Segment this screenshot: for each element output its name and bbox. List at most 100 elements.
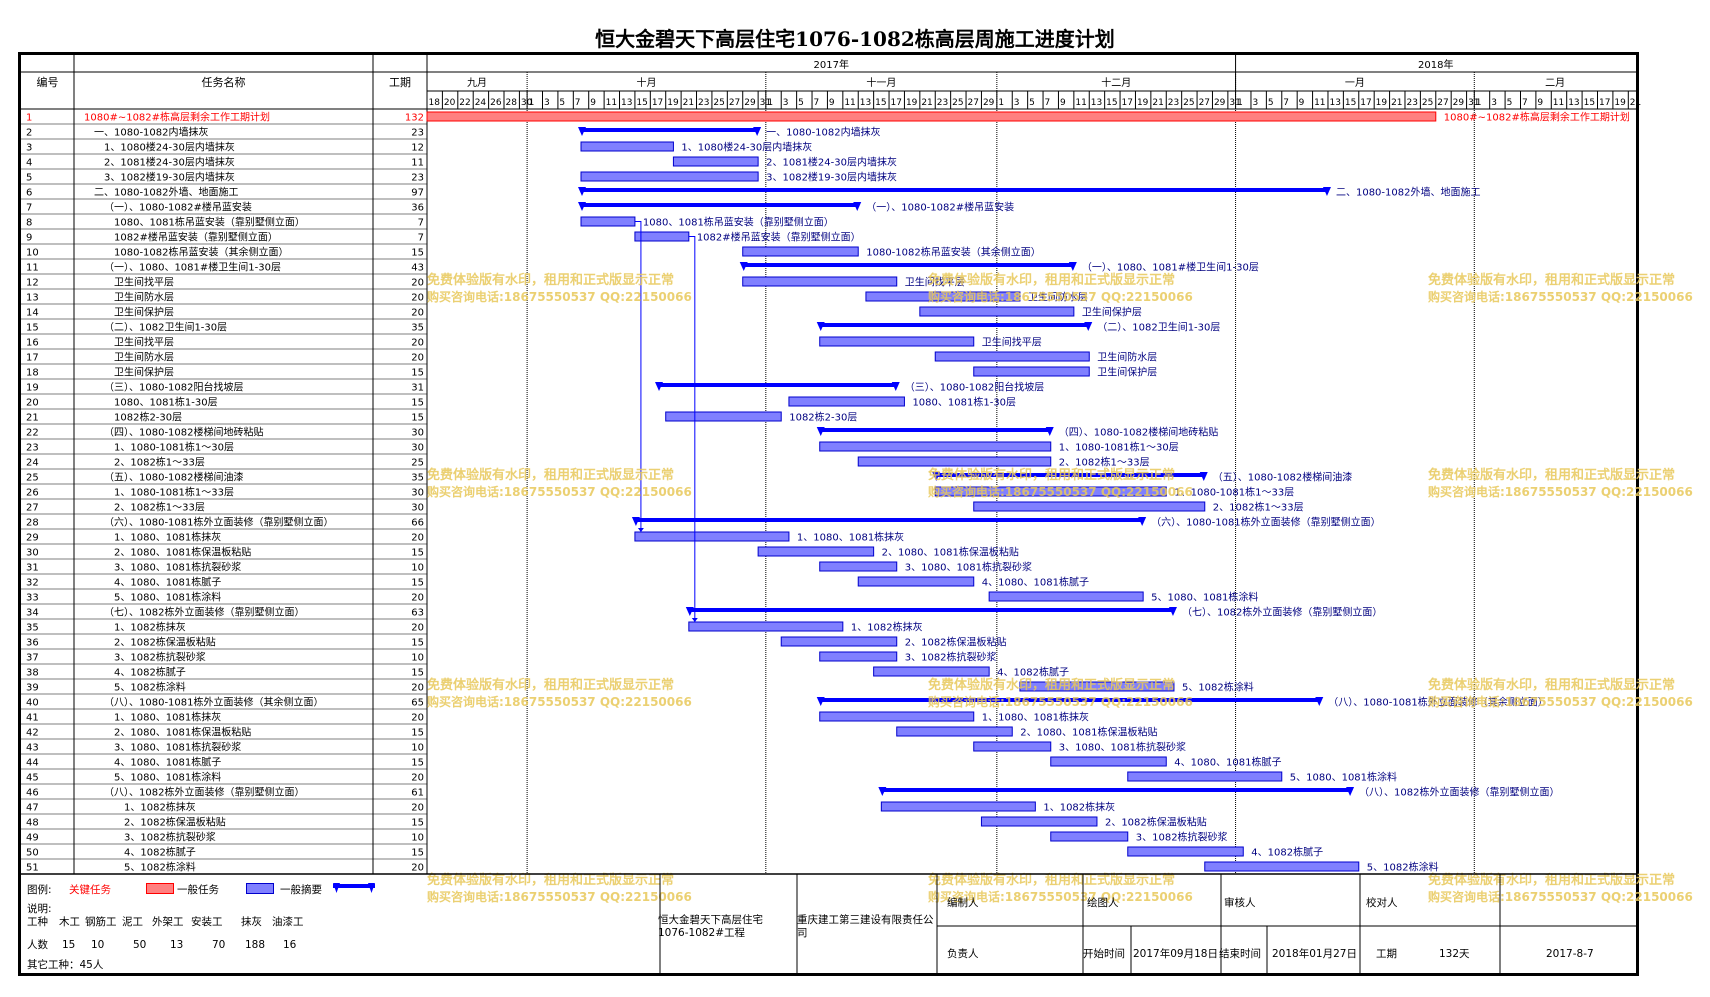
task-bar — [1019, 681, 1175, 692]
task-bar — [919, 306, 1075, 317]
task-name: 1082栋2-30层 — [114, 411, 182, 424]
task-bar — [880, 801, 1036, 812]
day-label: 18 — [429, 98, 441, 108]
task-name: （三）、1080-1082阳台找坡层 — [104, 381, 244, 394]
watermark-text: 免费体验版有水印，租用和正式版显示正常 — [1428, 677, 1675, 693]
task-duration: 20 — [411, 353, 424, 364]
task-bar — [580, 171, 759, 182]
month-label: 十一月 — [866, 76, 896, 89]
task-name: 1、1080-1081栋1～33层 — [114, 486, 234, 499]
bar-label: 2、1080、1081栋保温板粘贴 — [882, 546, 1019, 559]
summary-start-cap — [932, 472, 941, 481]
task-bar — [934, 486, 1167, 497]
legend-task-label: 一般任务 — [177, 884, 219, 896]
day-label: 23 — [698, 98, 709, 108]
task-id: 39 — [26, 683, 39, 694]
summary-bar — [581, 203, 859, 207]
task-bar — [973, 501, 1206, 512]
task-duration: 65 — [411, 698, 424, 709]
company-name: 重庆建工第三建设有限责任公司 — [797, 914, 934, 939]
end-label: 结束时间 — [1219, 948, 1261, 960]
task-duration: 10 — [411, 743, 424, 754]
period-value: 132天 — [1439, 948, 1470, 960]
day-label: 13 — [1329, 98, 1340, 108]
task-id: 41 — [26, 713, 39, 724]
month-label: 十月 — [636, 76, 656, 89]
summary-end-cap — [891, 382, 900, 391]
task-id: 23 — [26, 443, 39, 454]
task-name: （一）、1080、1081#楼卫生间1-30层 — [104, 261, 281, 274]
legend-critical-label: 关键任务 — [69, 884, 111, 896]
bar-label: 2、1082栋保温板粘贴 — [905, 636, 1007, 649]
day-label: 29 — [744, 98, 756, 108]
task-id: 40 — [26, 698, 39, 709]
watermark-text: 购买咨询电话:18675550537 QQ:22150066 — [928, 289, 1193, 304]
day-label: 29 — [1214, 98, 1226, 108]
day-label: 9 — [1299, 98, 1305, 108]
task-bar — [688, 621, 844, 632]
task-id: 36 — [26, 638, 39, 649]
task-name: 3、1080、1081栋抗裂砂浆 — [114, 561, 241, 574]
summary-bar — [819, 698, 1321, 702]
day-label: 19 — [1614, 98, 1626, 108]
task-name: 卫生间保护层 — [114, 366, 174, 379]
day-label: 29 — [983, 98, 995, 108]
day-label: 27 — [968, 98, 979, 108]
day-label: 23 — [1406, 98, 1417, 108]
summary-end-cap — [1168, 607, 1177, 616]
task-duration: 30 — [411, 428, 424, 439]
day-label: 17 — [1599, 98, 1610, 108]
task-id: 4 — [26, 158, 32, 169]
task-duration: 15 — [411, 818, 424, 829]
task-bar — [1204, 861, 1360, 872]
bar-label: 1、1080-1081栋1～30层 — [1059, 441, 1179, 454]
day-label: 1 — [998, 98, 1004, 108]
worker-count-1: 10 — [91, 939, 105, 951]
task-bar — [788, 396, 905, 407]
day-label: 13 — [621, 98, 632, 108]
day-label: 27 — [1199, 98, 1210, 108]
task-duration: 20 — [411, 338, 424, 349]
bar-label: 2、1082栋1～33层 — [1059, 456, 1150, 469]
task-duration: 20 — [411, 533, 424, 544]
task-duration: 66 — [411, 518, 424, 529]
watermark-text: 购买咨询电话:18675550537 QQ:22150066 — [1428, 484, 1693, 499]
day-label: 13 — [860, 98, 871, 108]
day-label: 17 — [891, 98, 902, 108]
task-bar — [1050, 756, 1167, 767]
day-label: 9 — [1060, 98, 1066, 108]
task-bar — [634, 231, 690, 242]
task-name: 卫生间找平层 — [114, 276, 174, 289]
task-duration: 15 — [411, 758, 424, 769]
task-id: 48 — [26, 818, 39, 829]
summary-end-cap — [1045, 427, 1054, 436]
task-name: 3、1082栋抗裂砂浆 — [124, 831, 216, 844]
day-label: 3 — [1014, 98, 1020, 108]
month-label: 十二月 — [1101, 76, 1131, 89]
task-name: （五）、1080-1082楼梯间油漆 — [104, 471, 244, 484]
task-id: 8 — [26, 218, 32, 229]
worker-count-4: 70 — [212, 939, 226, 951]
bar-label: 卫生间保护层 — [1082, 306, 1142, 319]
task-id: 33 — [26, 593, 39, 604]
task-id: 38 — [26, 668, 39, 679]
bar-label: 1、1080、1081栋抹灰 — [797, 531, 904, 544]
worker-count-2: 50 — [133, 939, 147, 951]
legend-task-swatch — [246, 883, 274, 894]
task-name: （八）、1082栋外立面装修（靠别墅侧立面） — [104, 786, 304, 799]
task-id: 1 — [26, 113, 32, 124]
summary-bar — [742, 263, 1074, 267]
task-name: 1080、1081栋吊蓝安装（靠别墅侧立面） — [114, 216, 305, 229]
day-label: 11 — [1314, 98, 1325, 108]
task-name: 2、1082栋保温板粘贴 — [124, 816, 226, 829]
watermark-text: 免费体验版有水印，租用和正式版显示正常 — [928, 272, 1175, 288]
checker-label: 校对人 — [1366, 897, 1398, 909]
day-label: 26 — [490, 98, 502, 108]
task-name: （六）、1080-1081栋外立面装修（靠别墅侧立面） — [104, 516, 334, 529]
task-bar — [757, 546, 875, 557]
task-id: 10 — [26, 248, 39, 259]
bar-label: 4、1080、1081栋腻子 — [1174, 756, 1281, 769]
task-duration: 15 — [411, 668, 424, 679]
day-label: 5 — [1268, 98, 1274, 108]
task-name: 3、1080、1081栋抗裂砂浆 — [114, 741, 241, 754]
